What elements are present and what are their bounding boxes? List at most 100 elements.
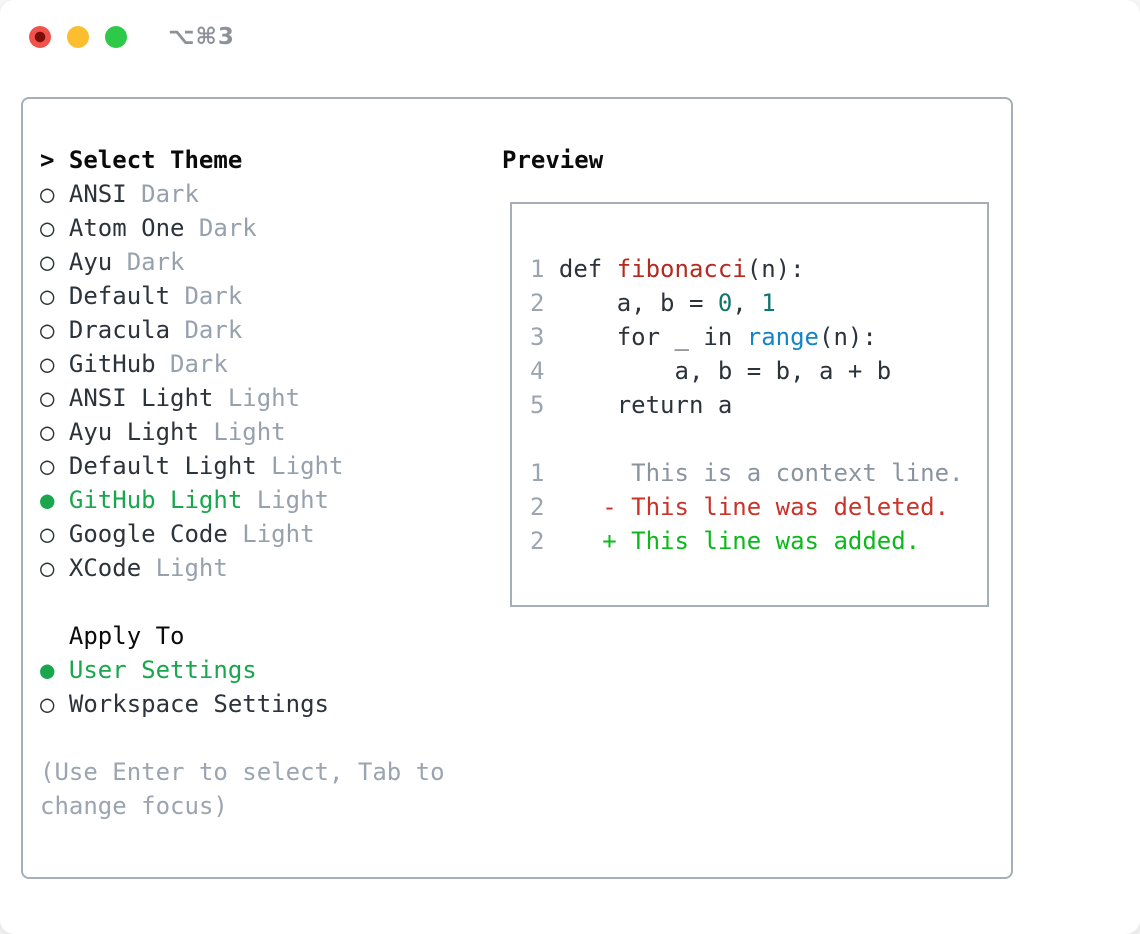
zoom-button[interactable] [105,26,127,48]
hint-line-2: change focus) [40,792,228,820]
preview-line: 3 for _ in range(n): [530,320,987,354]
theme-variant-tag: Dark [184,316,243,344]
apply-option-workspace-settings[interactable]: ○ Workspace Settings [40,687,445,721]
minimize-button[interactable] [67,26,89,48]
code-token-code_fg: (n): [746,255,805,283]
spacer [40,721,445,755]
code-token-code_number: 1 [761,289,776,317]
theme-variant-tag: Dark [141,180,199,208]
apply-to-header: Apply To [68,622,185,650]
selector-icon: > [40,146,55,174]
code-token-diff_added: + This line was added. [544,527,921,555]
apply-option-user-settings[interactable]: ● User Settings [40,653,445,687]
line-number: 2 [530,493,545,521]
spacer [40,585,445,619]
hint-line-1: (Use Enter to select, Tab to [40,758,445,786]
radio-selected-icon: ● [40,656,55,684]
theme-option-label: Ayu [68,248,113,276]
select-theme-header: > Select Theme [40,143,445,177]
line-number: 1 [530,459,545,487]
radio-unselected-icon: ○ [40,180,55,208]
apply-to-list: ● User Settings ○ Workspace Settings [40,653,445,721]
radio-unselected-icon: ○ [40,418,55,446]
theme-variant-tag: Dark [184,282,243,310]
theme-variant-tag: Light [227,384,301,412]
titlebar: ⌥⌘3 [0,0,1140,74]
theme-option-label: ANSI [68,180,127,208]
theme-option-label: Ayu Light [68,418,199,446]
theme-option-ansi[interactable]: ○ ANSI Dark [40,177,445,211]
theme-option-label: ANSI Light [68,384,214,412]
apply-option-label: User Settings [68,656,257,684]
radio-unselected-icon: ○ [40,214,55,242]
preview-line: 2 - This line was deleted. [530,490,987,524]
radio-selected-icon: ● [40,486,55,514]
theme-variant-tag: Light [271,452,344,480]
theme-option-label: XCode [68,554,142,582]
code-token-code_fg: (n): [819,323,877,351]
theme-variant-tag: Light [213,418,286,446]
radio-unselected-icon: ○ [40,452,55,480]
theme-option-github[interactable]: ○ GitHub Dark [40,347,445,381]
radio-unselected-icon: ○ [40,520,55,548]
theme-variant-tag: Dark [198,214,257,242]
theme-option-google-code[interactable]: ○ Google Code Light [40,517,445,551]
theme-option-ayu[interactable]: ○ Ayu Dark [40,245,445,279]
preview-line: 1 def fibonacci(n): [530,252,987,286]
preview-line: 5 return a [530,388,987,422]
window-title: ⌥⌘3 [168,24,235,50]
code-token-diff_context: This is a context line. [544,459,964,487]
theme-option-label: GitHub Light [68,486,243,514]
line-number: 1 [530,255,545,283]
close-button[interactable] [29,26,51,48]
radio-unselected-icon: ○ [40,554,55,582]
code-token-code_fg: def [544,255,617,283]
radio-unselected-icon: ○ [40,690,55,718]
preview-header: Preview [502,146,604,174]
code-token-code_fg: for _ in [544,323,747,351]
preview-line: 2 + This line was added. [530,524,987,558]
theme-option-label: GitHub [68,350,156,378]
theme-variant-tag: Dark [170,350,228,378]
preview-line: 4 a, b = b, a + b [530,354,987,388]
line-number: 5 [530,391,545,419]
theme-variant-tag: Light [256,486,329,514]
preview-line: 2 a, b = 0, 1 [530,286,987,320]
apply-option-label: Workspace Settings [68,690,329,718]
line-number: 4 [530,357,545,385]
theme-option-label: Google Code [68,520,228,548]
traffic-lights [29,26,127,48]
line-number: 2 [530,289,545,317]
theme-option-ayu-light[interactable]: ○ Ayu Light Light [40,415,445,449]
theme-option-github-light[interactable]: ● GitHub Light Light [40,483,445,517]
theme-variant-tag: Dark [126,248,185,276]
code-token-code_number: 0 [717,289,733,317]
theme-variant-tag: Light [242,520,315,548]
theme-option-default[interactable]: ○ Default Dark [40,279,445,313]
line-number: 2 [530,527,545,555]
line-number: 3 [530,323,545,351]
preview-line [530,422,987,456]
code-token-diff_deleted: - This line was deleted. [544,493,950,521]
radio-unselected-icon: ○ [40,248,55,276]
code-token-code_builtin: range [746,323,819,351]
code-token-code_fg: return a [544,391,733,419]
select-theme-header-label: Select Theme [68,146,243,174]
theme-option-ansi-light[interactable]: ○ ANSI Light Light [40,381,445,415]
code-token-code_fg: , [732,289,762,317]
radio-unselected-icon: ○ [40,384,55,412]
radio-unselected-icon: ○ [40,282,55,310]
radio-unselected-icon: ○ [40,316,55,344]
radio-unselected-icon: ○ [40,350,55,378]
preview-line: 1 This is a context line. [530,456,987,490]
theme-option-label: Default [68,282,171,310]
